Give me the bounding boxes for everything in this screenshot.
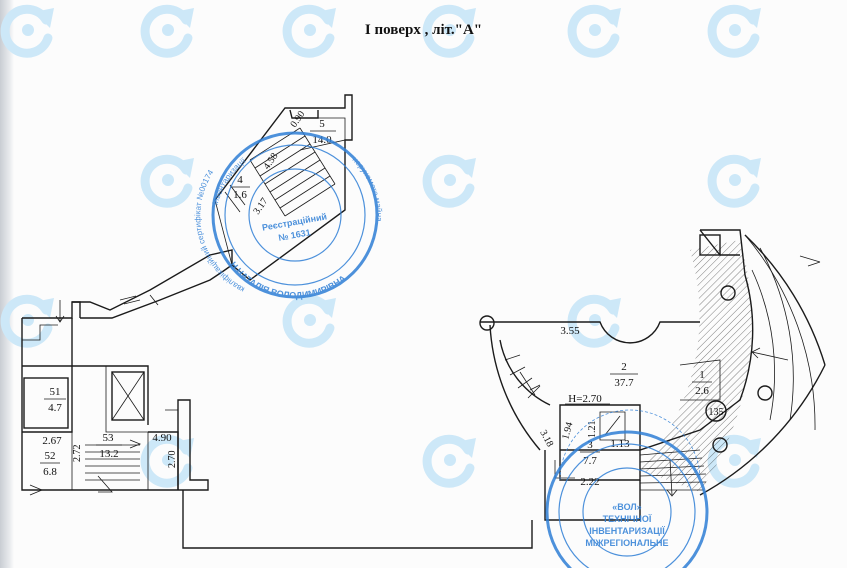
upper-stamp-ring-mid: нерухомого майна bbox=[351, 155, 384, 222]
lower-stamp-line-2: ТЕХНІЧНОЇ bbox=[603, 514, 652, 524]
dim-267: 2.67 bbox=[42, 435, 62, 447]
room-53-number: 53 bbox=[103, 432, 115, 444]
lower-stamp: «ВОЛ» ТЕХНІЧНОЇ ІНВЕНТАРИЗАЦІЇ МІЖРЕГІОН… bbox=[545, 409, 709, 568]
dim-090: 0.90 bbox=[288, 109, 307, 130]
room-1-area: 2.6 bbox=[695, 385, 709, 397]
dim-490: 4.90 bbox=[152, 432, 172, 444]
room-3-area: 7.7 bbox=[583, 455, 597, 467]
room-4-number: 4 bbox=[237, 174, 243, 186]
room-53-area: 13.2 bbox=[99, 448, 118, 460]
room-51-area: 4.7 bbox=[48, 402, 62, 414]
room-52-number: 52 bbox=[45, 450, 56, 462]
refresh-arrow-icon bbox=[567, 294, 621, 348]
upper-wing bbox=[214, 94, 353, 281]
ceiling-height: H=2.70 bbox=[568, 393, 602, 405]
dim-272: 2.72 bbox=[72, 445, 83, 463]
diagonal-corridor bbox=[72, 249, 233, 319]
room-2-area: 37.7 bbox=[614, 377, 634, 389]
column-135: 135 bbox=[709, 407, 724, 418]
lower-stamp-line-3: ІНВЕНТАРИЗАЦІЇ bbox=[589, 526, 665, 536]
refresh-arrow-icon bbox=[422, 434, 476, 488]
right-wing bbox=[479, 229, 826, 521]
lower-stamp-line-1: «ВОЛ» bbox=[612, 502, 641, 512]
dim-355: 3.55 bbox=[560, 325, 580, 337]
dim-270: 2.70 bbox=[167, 451, 178, 469]
page-title: І поверх , літ."А" bbox=[364, 22, 483, 38]
scan-edge bbox=[0, 0, 14, 568]
connector-line bbox=[182, 490, 533, 549]
room-3-number: 3 bbox=[587, 439, 593, 451]
lower-stamp-line-4: МІЖРЕГІОНАЛЬНЕ bbox=[585, 538, 668, 548]
dim-222: 2.22 bbox=[580, 476, 599, 488]
room-1-number: 1 bbox=[699, 369, 705, 381]
refresh-arrow-icon bbox=[140, 154, 194, 208]
refresh-arrow-icon bbox=[282, 294, 336, 348]
dim-194: 1.94 bbox=[560, 421, 575, 441]
dim-317: 3.17 bbox=[251, 196, 270, 217]
room-4-area: 1.6 bbox=[233, 189, 247, 201]
refresh-arrow-icon bbox=[422, 4, 476, 58]
room-52-area: 6.8 bbox=[43, 466, 57, 478]
upper-stamp-center-2: № 1631 bbox=[278, 227, 312, 243]
refresh-arrow-icon bbox=[707, 154, 761, 208]
room-2-number: 2 bbox=[621, 361, 627, 373]
refresh-arrow-icon bbox=[282, 4, 336, 58]
room-5-number: 5 bbox=[319, 118, 325, 130]
svg-text:нерухомого майна: нерухомого майна bbox=[351, 155, 384, 222]
refresh-arrow-icon bbox=[707, 4, 761, 58]
room-51-number: 51 bbox=[50, 386, 61, 398]
dim-458: 4.58 bbox=[261, 151, 280, 172]
refresh-arrow-icon bbox=[567, 4, 621, 58]
dim-318: 3.18 bbox=[537, 428, 555, 449]
refresh-arrow-icon bbox=[0, 294, 54, 348]
refresh-arrow-icon bbox=[422, 154, 476, 208]
dim-121: 1.21 bbox=[587, 421, 598, 439]
refresh-arrow-icon bbox=[140, 4, 194, 58]
refresh-arrow-icon bbox=[140, 434, 194, 488]
refresh-arrow-icon bbox=[0, 4, 54, 58]
